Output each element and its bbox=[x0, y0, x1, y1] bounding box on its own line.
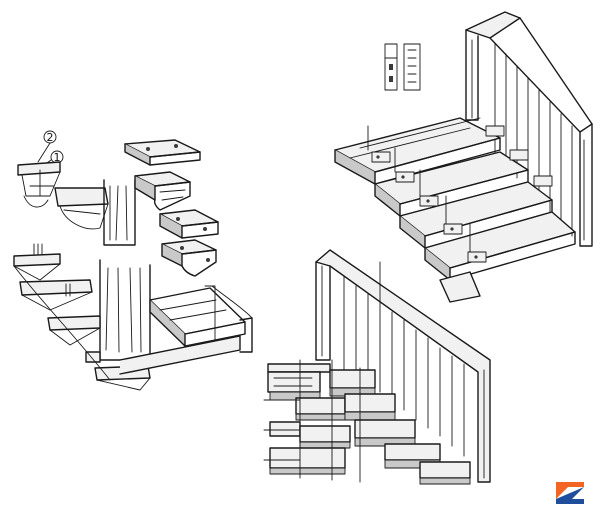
svg-text:2: 2 bbox=[47, 131, 54, 144]
landing-frame bbox=[119, 285, 253, 375]
svg-text:1: 1 bbox=[54, 151, 61, 164]
panel-lower-center bbox=[263, 249, 491, 485]
tread-block-2 bbox=[134, 171, 191, 211]
side-handrail bbox=[315, 249, 491, 483]
stringer-steps bbox=[13, 243, 151, 391]
panel-upper-left: 2 1 bbox=[13, 130, 253, 391]
side-balusters bbox=[343, 261, 465, 457]
tread-block-1 bbox=[124, 139, 201, 166]
side-treads bbox=[267, 363, 471, 485]
vertical-ties bbox=[263, 359, 361, 483]
tread-block-4 bbox=[161, 239, 217, 277]
panel-upper-right bbox=[334, 11, 593, 303]
z-logo bbox=[552, 478, 588, 504]
tread-block-3 bbox=[159, 209, 219, 239]
newel-post bbox=[99, 179, 151, 361]
detail-bracket bbox=[17, 161, 109, 230]
handrail bbox=[465, 11, 593, 247]
stringer-blocks bbox=[367, 125, 553, 263]
section-marks bbox=[384, 43, 421, 91]
callout-2: 2 bbox=[37, 130, 57, 163]
